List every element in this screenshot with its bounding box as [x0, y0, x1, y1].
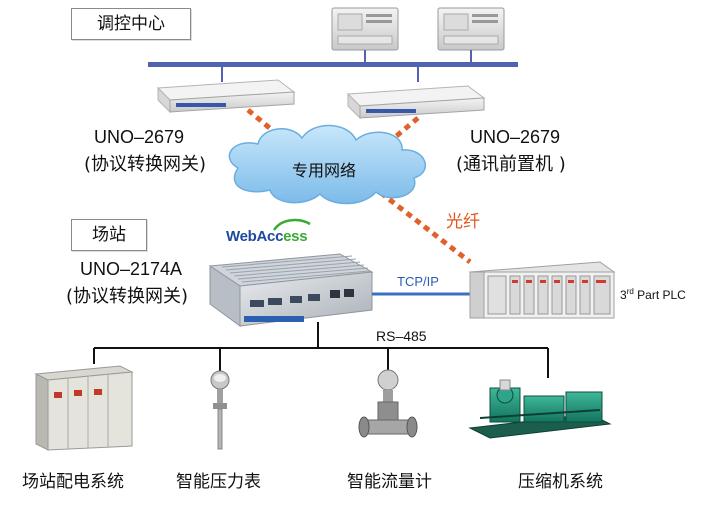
- plc-label-sup: rd: [626, 287, 634, 296]
- right-gateway-role: (通讯前置机 ): [456, 154, 566, 175]
- device-label-flow-meter: 智能流量计: [347, 472, 432, 492]
- logo-text-web: WebAcc: [226, 228, 284, 245]
- device-label-pressure-gauge: 智能压力表: [176, 472, 261, 492]
- cloud-label: 专用网络: [292, 161, 357, 180]
- device-label-compressor: 压缩机系统: [518, 472, 603, 492]
- plc-label-rest: Part PLC: [633, 288, 686, 302]
- server-computer-right: [437, 7, 505, 51]
- flow-meter: [358, 369, 418, 438]
- plc-label: 3rd Part PLC: [620, 287, 686, 302]
- control-center-title: 调控中心: [71, 8, 191, 40]
- logo-text-ess: ess: [283, 228, 308, 245]
- left-gateway-model: UNO–2679: [94, 127, 185, 147]
- station-gateway-role: (协议转换网关): [66, 286, 189, 307]
- plc-rack: [468, 261, 616, 319]
- cloud-shape: [228, 124, 426, 205]
- plc-label-prefix: 3: [620, 288, 627, 302]
- server-computer-left: [331, 7, 399, 51]
- fanless-box-pc: [208, 253, 374, 327]
- rack-gateway-left: [156, 79, 296, 114]
- right-gateway-model: UNO–2679: [470, 127, 561, 147]
- fiber-label: 光纤: [446, 212, 480, 232]
- rack-gateway-right: [346, 85, 486, 120]
- rs485-label: RS–485: [376, 328, 427, 344]
- pressure-sensor: [210, 370, 230, 450]
- webaccess-logo: WebAccess: [226, 228, 308, 245]
- fiber-link: [246, 108, 472, 264]
- tcpip-label: TCP/IP: [397, 274, 439, 289]
- station-gateway-model: UNO–2174A: [80, 259, 183, 279]
- left-gateway-role: (协议转换网关): [84, 154, 207, 175]
- switchgear-cabinet: [34, 365, 134, 451]
- logo-swoosh-icon: [272, 218, 311, 231]
- compressor-unit: [468, 379, 612, 439]
- station-title: 场站: [71, 219, 147, 251]
- control-bus-line: [148, 62, 518, 67]
- device-label-power-distribution: 场站配电系统: [22, 472, 124, 492]
